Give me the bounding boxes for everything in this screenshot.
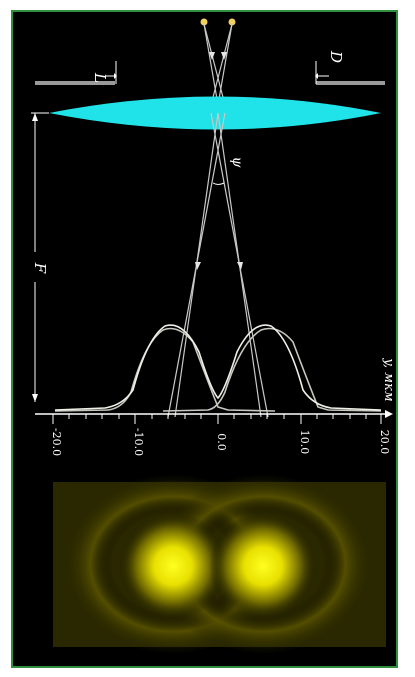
axis-ticks	[52, 414, 382, 424]
label-d: D	[327, 50, 345, 63]
ray-arrow-down-left	[195, 262, 201, 270]
airy-disk-left	[119, 512, 227, 620]
ray-arrow-down-right	[237, 262, 243, 270]
focal-arrow-bottom	[32, 394, 38, 402]
axis-arrow	[385, 410, 393, 418]
outgoing-rays	[167, 112, 269, 418]
tick-label: 10.0	[298, 430, 311, 455]
ray-arrow-left	[209, 52, 215, 60]
axis-label: y, мкм	[381, 357, 396, 401]
lens	[49, 96, 381, 130]
source-point-left	[200, 18, 208, 26]
focal-arrow-top	[32, 113, 38, 121]
airy-pattern	[53, 474, 386, 654]
intensity-curve-left	[54, 327, 276, 412]
airy-disk-right	[209, 512, 317, 620]
l-marker-arrow	[114, 73, 117, 79]
intensity-curve-sum	[54, 324, 382, 411]
ray-arrow-right	[221, 52, 227, 60]
angle-arc	[212, 182, 225, 185]
tick-label: -20.0	[50, 428, 63, 456]
label-l: L	[91, 72, 109, 83]
source-point-right	[228, 18, 236, 26]
label-psi: ψ	[229, 157, 245, 169]
label-f: F	[31, 262, 49, 274]
d-marker-arrow	[315, 73, 318, 79]
intensity-curve-right	[162, 327, 382, 412]
incoming-rays	[203, 23, 233, 106]
resolution-diagram: L D F ψ y, мкм	[25, 18, 396, 654]
tick-label: 0.0	[215, 433, 228, 451]
focal-label-gap	[25, 252, 45, 282]
tick-label: -10.0	[132, 428, 145, 456]
tick-label: 20.0	[378, 430, 391, 455]
diagram-frame: L D F ψ y, мкм	[11, 10, 398, 668]
